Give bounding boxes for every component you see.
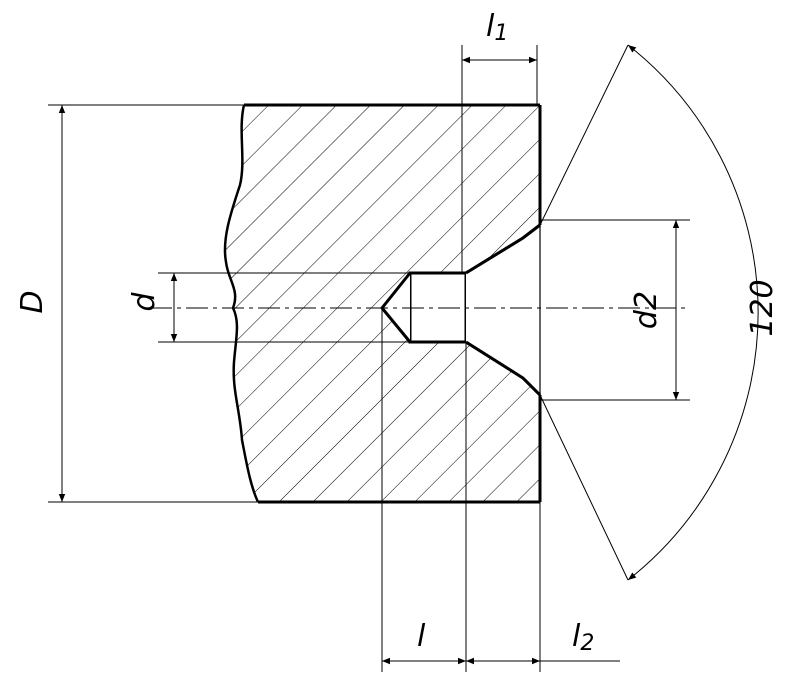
label-l2: l2 <box>572 619 594 656</box>
countersink-edges <box>465 223 542 397</box>
label-l1-sub: 1 <box>494 21 508 46</box>
workpiece-section <box>223 103 542 504</box>
label-l1-main: l <box>486 9 495 44</box>
label-l2-main: l <box>572 619 581 654</box>
label-l: l <box>417 619 426 654</box>
upper-section-fill <box>224 105 541 308</box>
label-l1: l1 <box>486 9 508 46</box>
dim-angle-arc <box>627 44 759 581</box>
label-angle: 120 <box>745 279 780 336</box>
label-d: d <box>127 292 162 312</box>
label-l2-sub: 2 <box>580 631 594 656</box>
label-d2: d2 <box>629 291 664 329</box>
label-D: D <box>15 290 50 313</box>
lower-section-fill <box>233 308 540 502</box>
dimension-lines <box>58 44 759 665</box>
extension-lines <box>48 44 690 672</box>
